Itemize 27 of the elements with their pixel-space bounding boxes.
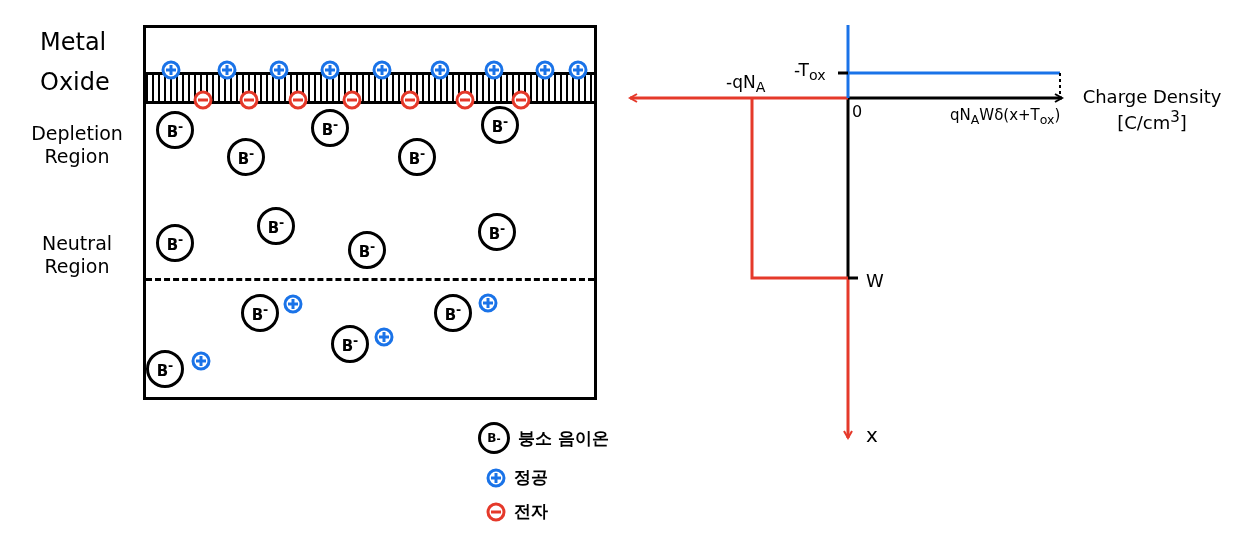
legend-label: 전자	[514, 500, 548, 523]
boron-ion: B$^{-}$	[257, 207, 295, 245]
boron-ion: B$^{-}$	[478, 213, 516, 251]
axis-tick-label: W	[866, 270, 884, 292]
axis-title: Charge Density [C/cm$^{3}$]	[1081, 86, 1223, 134]
boron-ion: B$^{-}$	[146, 350, 184, 388]
boron-ion: B$^{-}$	[348, 231, 386, 269]
boron-ion: B$^{-}$	[434, 294, 472, 332]
axis-tick-label: -qN$_{A}$	[726, 72, 766, 97]
boron-ion: B$^{-}$	[398, 138, 436, 176]
boron-ion: B$^{-}$	[156, 111, 194, 149]
legend-label: 붕소 음이온	[518, 426, 609, 450]
boron-ion: B$^{-}$	[311, 109, 349, 147]
region-label: Depletion Region	[30, 122, 124, 168]
boron-ion: B$^{-}$	[241, 294, 279, 332]
axis-tick-label: -T$_{ox}$	[794, 60, 826, 85]
region-label: Oxide	[40, 68, 110, 97]
boron-ion: B$^{-}$	[331, 325, 369, 363]
region-label: Metal	[40, 28, 107, 57]
boron-ion: B$^{-}$	[481, 106, 519, 144]
boron-ion: B$^{-}$	[156, 224, 194, 262]
region-label: Neutral Region	[40, 232, 114, 278]
legend-label: 정공	[514, 466, 548, 489]
boron-ion: B$^{-}$	[227, 138, 265, 176]
axis-value-label: qN$_{A}$Wδ(x+T$_{ox}$)	[950, 106, 1061, 127]
axis-title: x	[866, 423, 878, 447]
axis-tick-label: 0	[852, 102, 863, 122]
